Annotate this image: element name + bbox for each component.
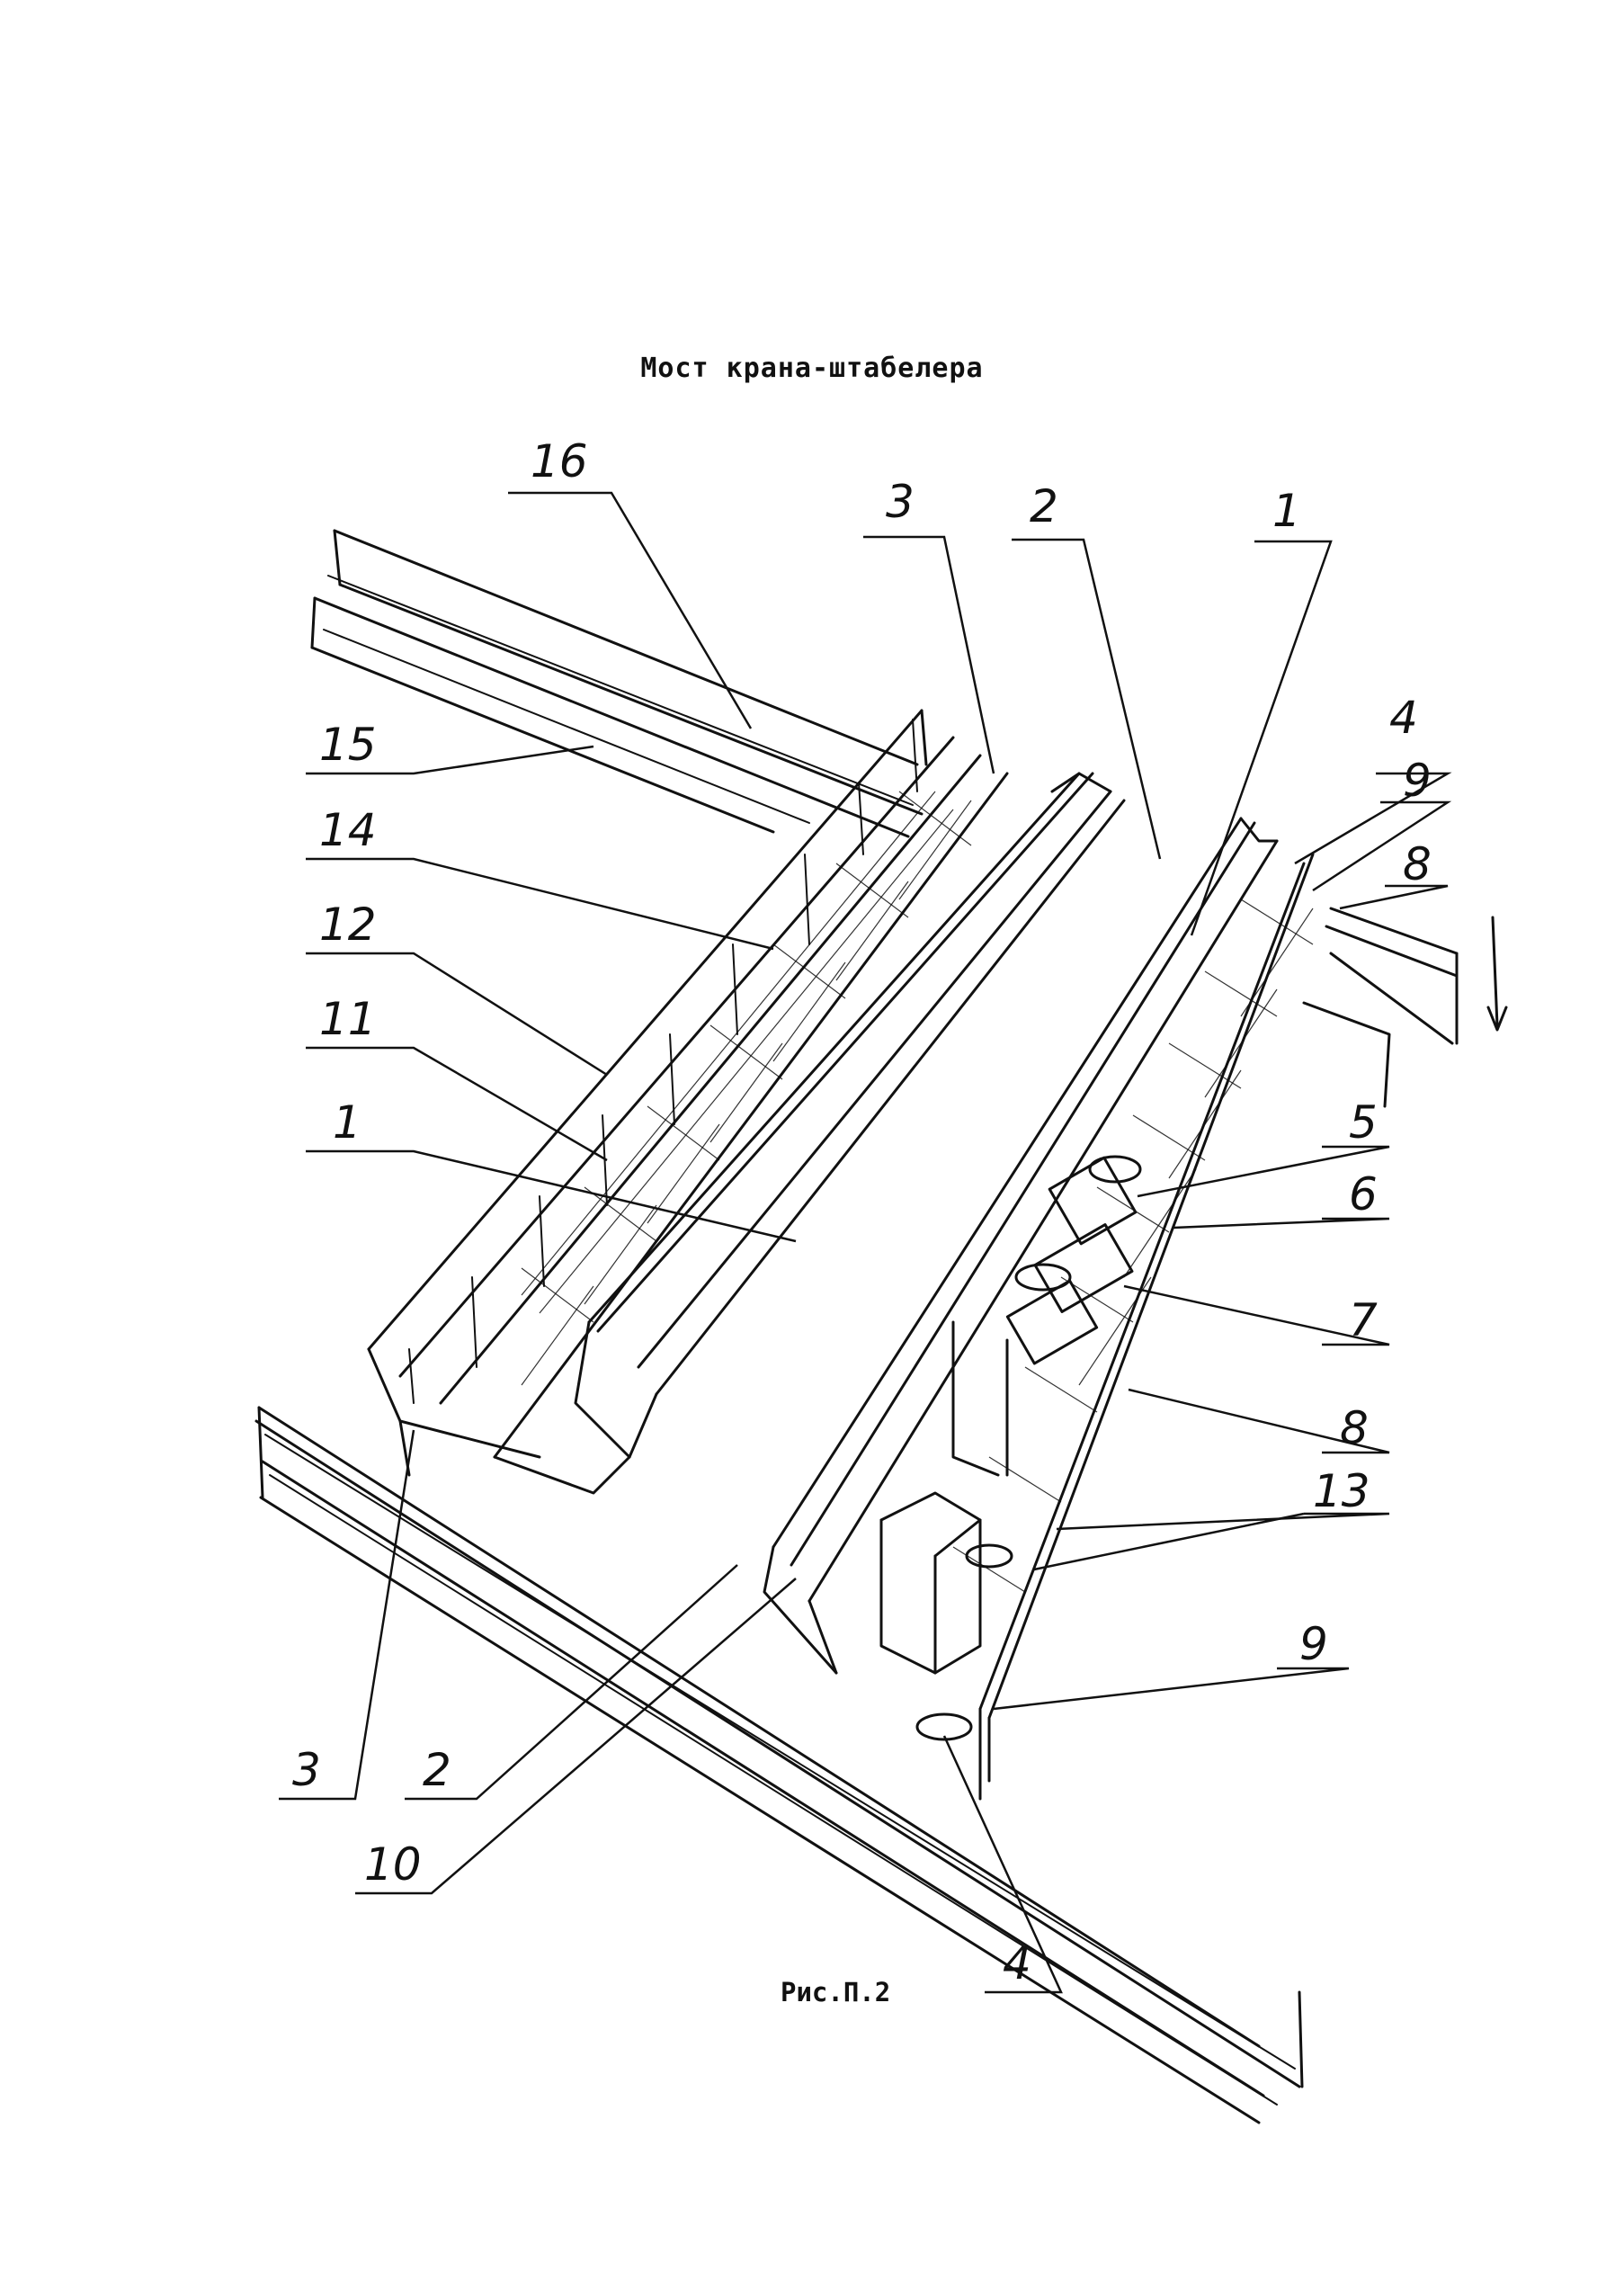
- right-rail: [1302, 907, 1508, 1108]
- label-2-top: 2: [1030, 480, 1058, 532]
- label-9-top: 9: [1403, 755, 1432, 807]
- label-11: 11: [319, 993, 377, 1045]
- label-12: 12: [319, 899, 377, 951]
- label-1-left: 1: [333, 1096, 361, 1149]
- callout-numbers: 16 3 2 1 15 14 12 11 1 4 9 8 5 6 7 8 13 …: [292, 435, 1432, 1989]
- drive-mechanism: [879, 1155, 1142, 1741]
- label-8-mid: 8: [1340, 1402, 1369, 1454]
- label-8-top: 8: [1403, 838, 1432, 890]
- leader-lines: [279, 491, 1452, 1994]
- label-16: 16: [531, 435, 588, 487]
- figure-caption: Рис.П.2: [781, 1977, 891, 2007]
- label-3-bottom: 3: [292, 1744, 321, 1796]
- left-girder: [367, 709, 1009, 1477]
- page-title: Мост крана-штабелера: [640, 353, 984, 384]
- far-rail: [310, 529, 924, 838]
- label-7: 7: [1349, 1294, 1378, 1346]
- label-3-top: 3: [886, 476, 915, 528]
- label-6: 6: [1349, 1168, 1378, 1221]
- label-9-bottom: 9: [1299, 1618, 1328, 1670]
- label-4-bottom: 4: [1003, 1937, 1031, 1989]
- center-girder: [493, 772, 1126, 1495]
- label-13: 13: [1313, 1465, 1370, 1517]
- label-2-bottom: 2: [423, 1744, 451, 1796]
- label-14: 14: [319, 804, 377, 856]
- label-5: 5: [1349, 1096, 1378, 1149]
- label-10: 10: [364, 1838, 422, 1891]
- label-4-top: 4: [1389, 692, 1418, 744]
- right-girder: [763, 817, 1315, 1801]
- near-rail: [254, 1406, 1304, 2124]
- label-15: 15: [319, 719, 377, 771]
- label-1-top: 1: [1272, 485, 1301, 537]
